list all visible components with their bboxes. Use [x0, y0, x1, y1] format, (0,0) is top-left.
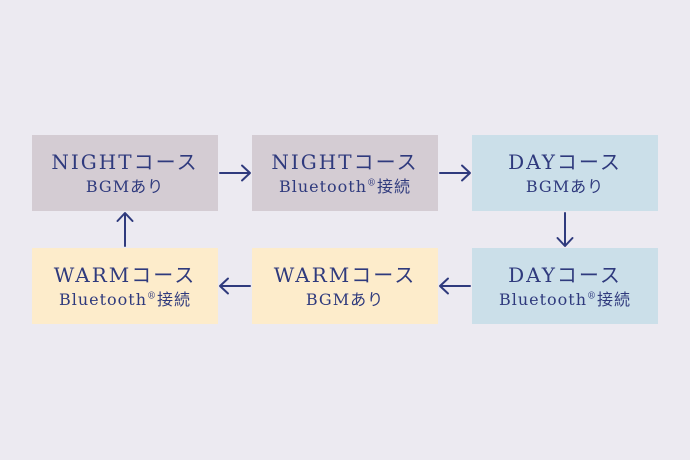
- step-day-bgm-subtitle: BGMあり: [525, 176, 605, 196]
- step-night-bt-subtitle: Bluetooth®接続: [278, 176, 412, 196]
- step-day-bgm: DAYコース BGMあり: [472, 135, 658, 211]
- arrow-night-bt-to-day-bgm-icon: [439, 164, 471, 182]
- arrow-day-bt-to-warm-bgm-icon: [439, 277, 471, 295]
- registered-mark: ®: [587, 291, 598, 302]
- subtitle-text: BGMあり: [525, 176, 605, 196]
- subtitle-text: BGMあり: [85, 176, 165, 196]
- step-night-bt-title: NIGHTコース: [271, 149, 419, 174]
- step-warm-bt-title: WARMコース: [53, 262, 197, 287]
- step-day-bt-subtitle: Bluetooth®接続: [498, 289, 632, 309]
- step-night-bgm-title: NIGHTコース: [51, 149, 199, 174]
- subtitle-tail: 接続: [377, 176, 412, 196]
- step-night-bgm-subtitle: BGMあり: [85, 176, 165, 196]
- arrow-day-bgm-to-day-bt-icon: [556, 212, 574, 247]
- registered-mark: ®: [367, 178, 378, 189]
- step-warm-bt-subtitle: Bluetooth®接続: [58, 289, 192, 309]
- step-day-bgm-title: DAYコース: [508, 149, 622, 174]
- arrow-warm-bgm-to-warm-bt-icon: [219, 277, 251, 295]
- step-night-bt: NIGHTコース Bluetooth®接続: [252, 135, 438, 211]
- subtitle-tail: 接続: [157, 289, 192, 309]
- subtitle-tail: 接続: [597, 289, 632, 309]
- step-warm-bgm-title: WARMコース: [273, 262, 417, 287]
- subtitle-text: BGMあり: [305, 289, 385, 309]
- step-warm-bgm: WARMコース BGMあり: [252, 248, 438, 324]
- step-warm-bt: WARMコース Bluetooth®接続: [32, 248, 218, 324]
- registered-mark: ®: [147, 291, 158, 302]
- arrow-night-bgm-to-night-bt-icon: [219, 164, 251, 182]
- step-night-bgm: NIGHTコース BGMあり: [32, 135, 218, 211]
- step-day-bt: DAYコース Bluetooth®接続: [472, 248, 658, 324]
- subtitle-text: Bluetooth: [58, 289, 148, 309]
- step-day-bt-title: DAYコース: [508, 262, 622, 287]
- step-warm-bgm-subtitle: BGMあり: [305, 289, 385, 309]
- arrow-warm-bt-to-night-bgm-icon: [116, 212, 134, 247]
- subtitle-text: Bluetooth: [278, 176, 368, 196]
- subtitle-text: Bluetooth: [498, 289, 588, 309]
